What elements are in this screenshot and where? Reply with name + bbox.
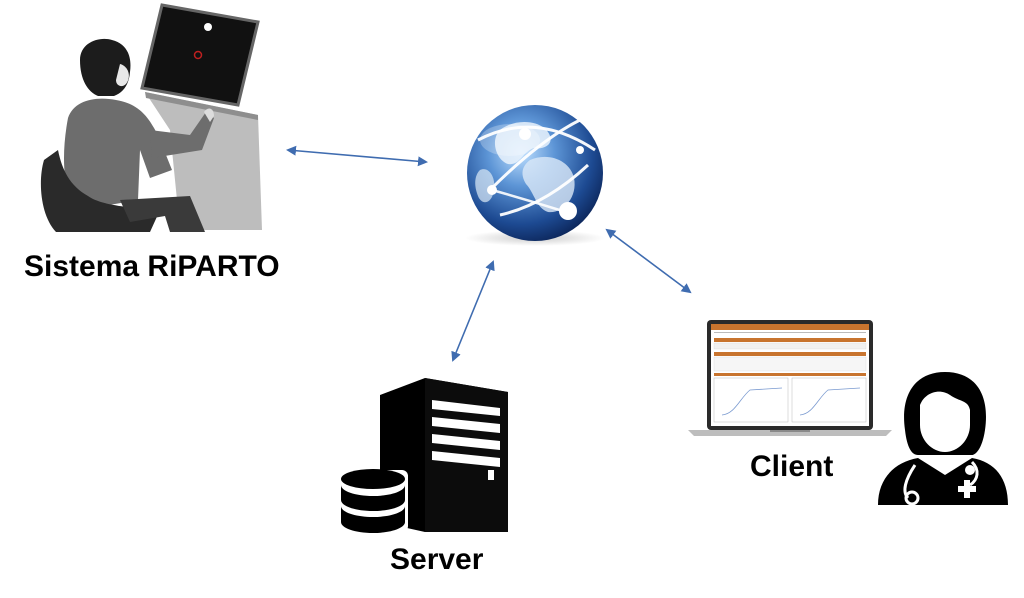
edge-sistema-network <box>286 145 428 167</box>
sistema-riparto-label: Sistema RiPARTO <box>24 250 280 283</box>
database-icon <box>338 469 408 533</box>
edge-server-network <box>451 260 495 362</box>
client-label: Client <box>750 450 834 483</box>
doctor-icon <box>878 372 1008 506</box>
globe-icon <box>465 105 605 246</box>
operator-workstation-icon <box>40 3 262 232</box>
connection-arrows <box>286 145 692 362</box>
server-label: Server <box>390 543 484 576</box>
laptop-icon <box>688 320 892 436</box>
edge-client-network <box>605 228 692 294</box>
server-icon <box>380 378 508 532</box>
